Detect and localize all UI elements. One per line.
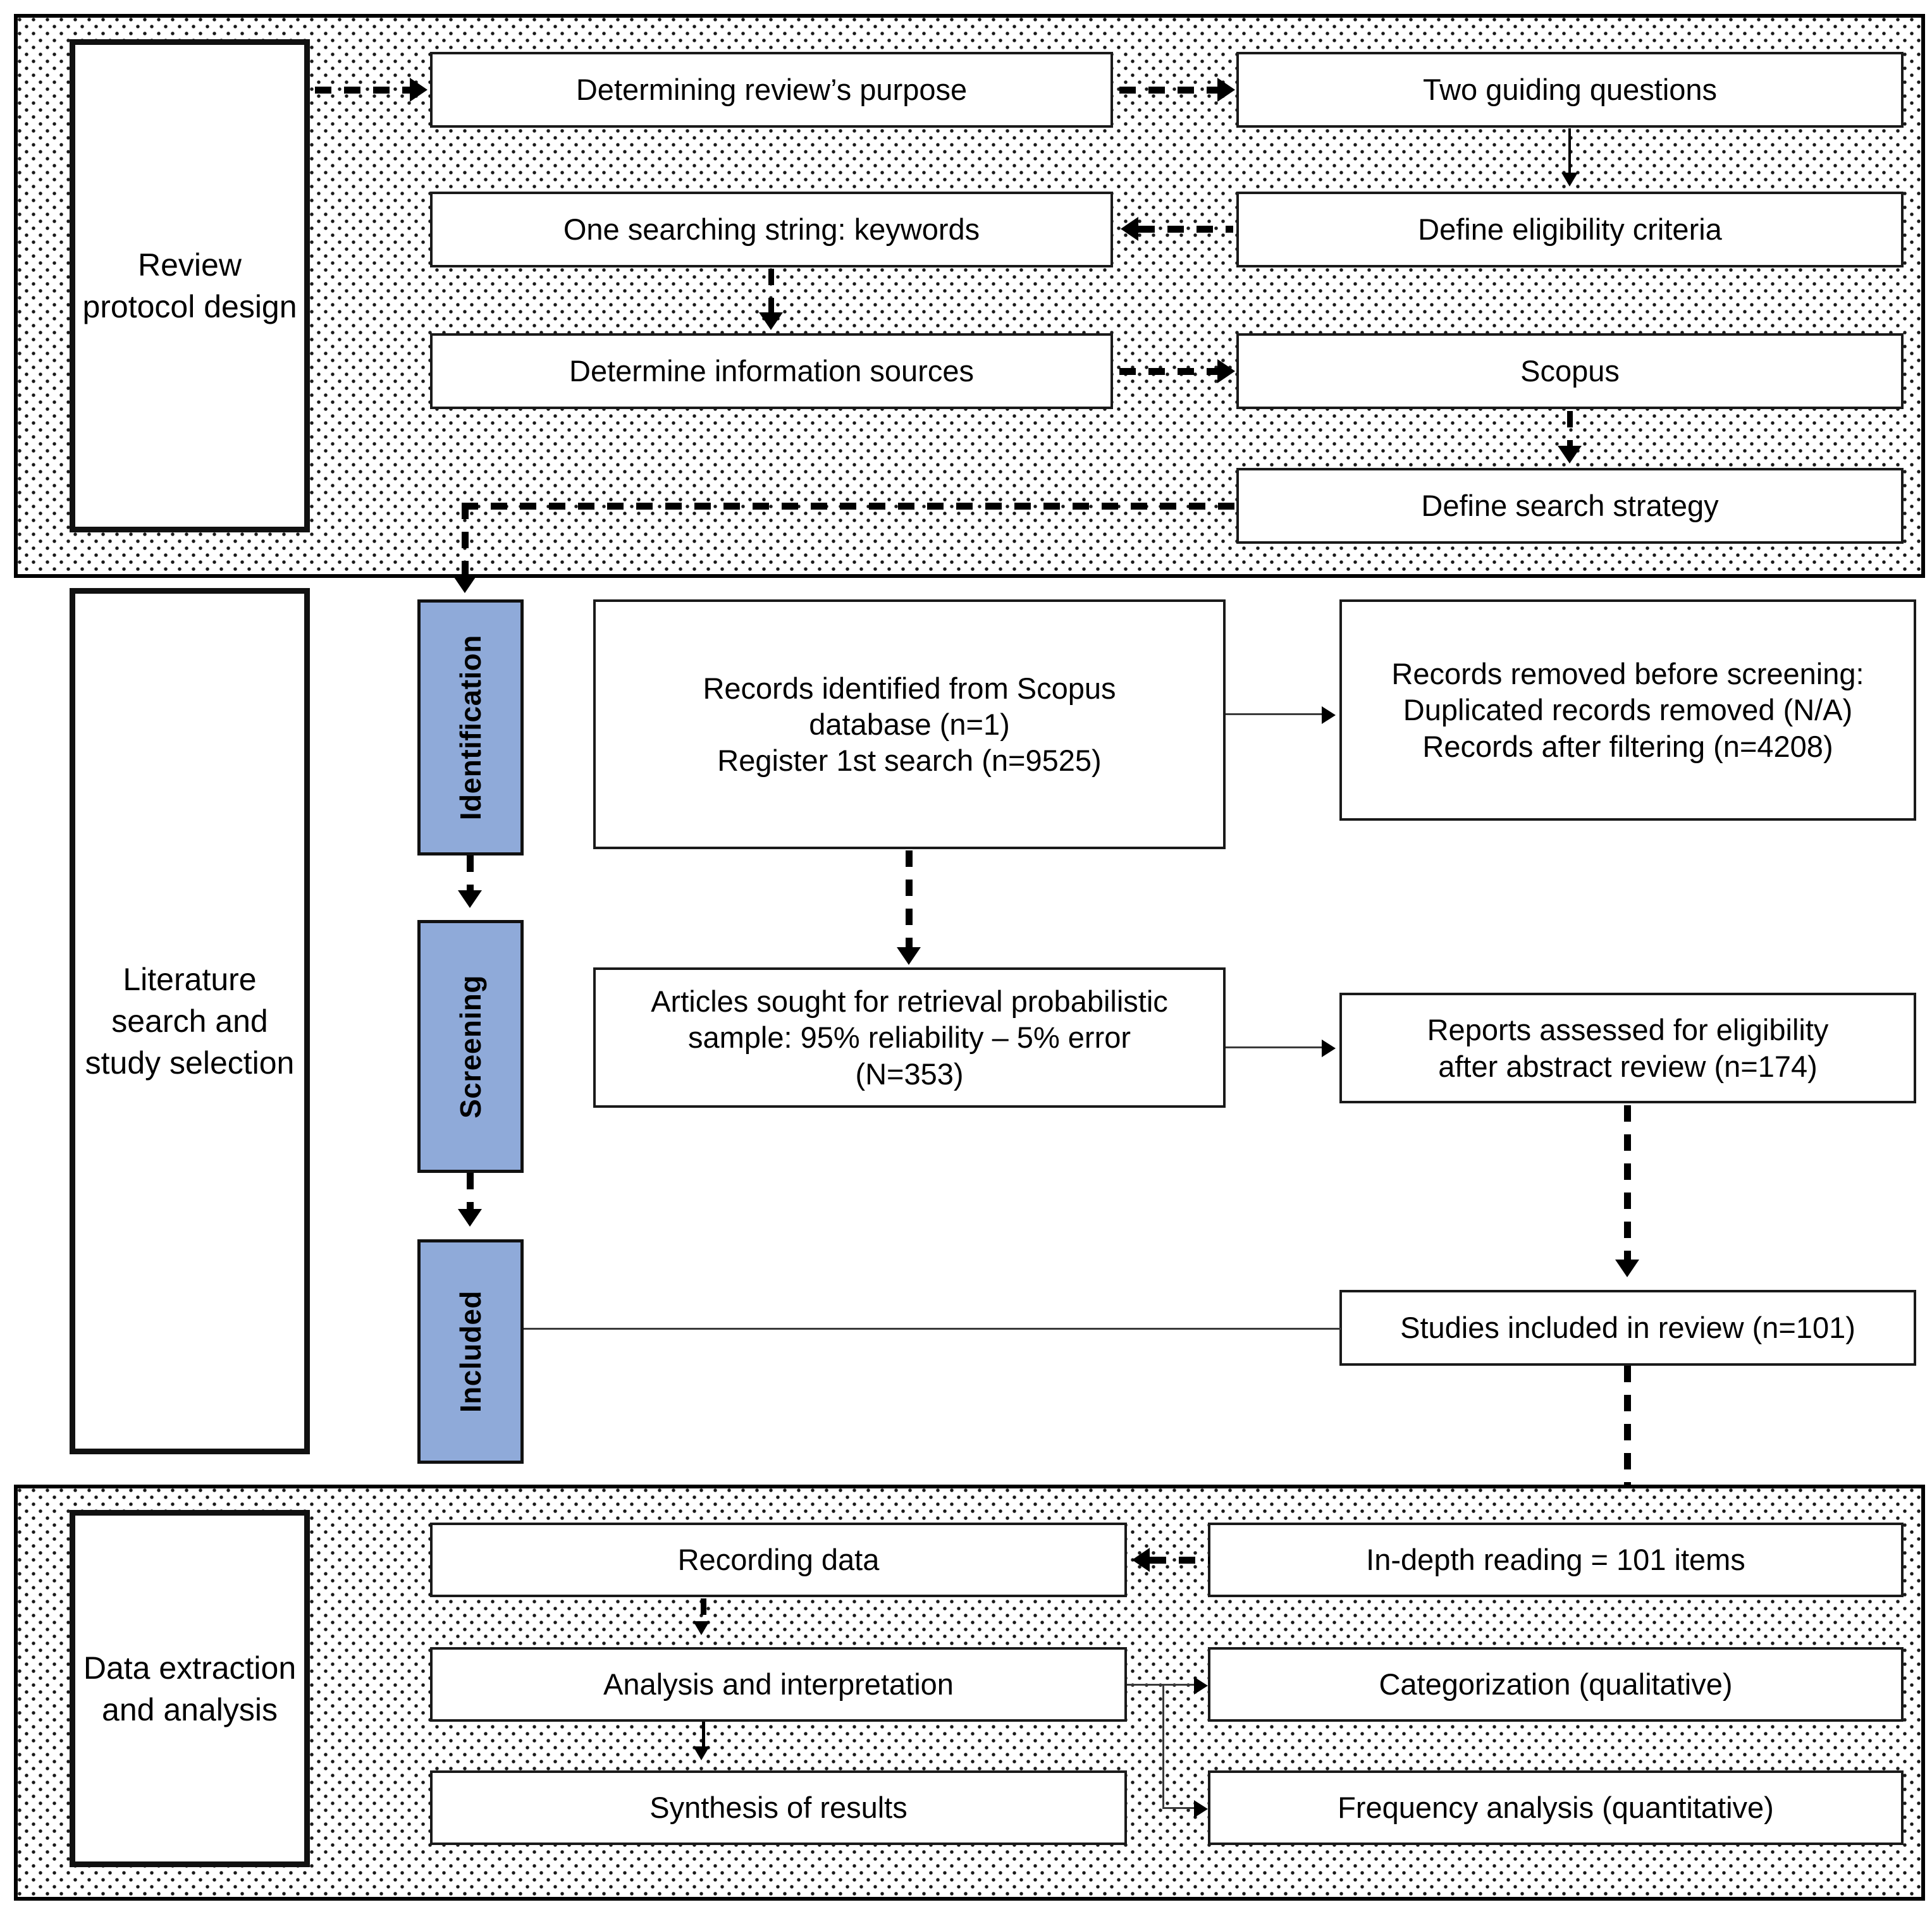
box-records-removed-line2: Duplicated records removed (N/A) [1403,693,1853,727]
arrowhead-eligibility-to-searchstring-icon [1121,217,1138,241]
band-screening: Screening [417,920,524,1173]
box-studies-included[interactable]: Studies included in review (n=101) [1339,1290,1916,1366]
box-frequency-analysis[interactable]: Frequency analysis (quantitative) [1208,1770,1904,1845]
box-determining-purpose-text: Determining review’s purpose [575,73,968,107]
connector-identified-to-sought [906,850,913,952]
band-included: Included [417,1239,524,1464]
connector-strategy-to-identification-h [462,503,1234,510]
connector-searchstring-to-sources [768,269,774,314]
arrowhead-sources-to-scopus-icon [1217,359,1235,383]
arrowhead-purpose-to-questions-icon [1217,78,1235,102]
box-two-guiding-questions[interactable]: Two guiding questions [1236,52,1904,128]
connector-sought-to-reports [1226,1046,1322,1048]
box-define-search-strategy-text: Define search strategy [1421,489,1719,523]
arrowhead-scopus-to-strategy-icon [1558,446,1582,463]
box-determine-information-sources[interactable]: Determine information sources [430,333,1113,409]
connector-sources-to-scopus [1119,368,1217,375]
arrowhead-strategy-to-identification-icon [453,575,477,593]
box-analysis-interpretation-text: Analysis and interpretation [603,1667,954,1702]
box-reports-assessed[interactable]: Reports assessed for eligibility after a… [1339,993,1916,1103]
box-two-guiding-questions-text: Two guiding questions [1422,73,1718,107]
connector-indepth-to-recording [1150,1557,1210,1564]
band-screening-text: Screening [454,974,487,1119]
box-categorization-text: Categorization (qualitative) [1379,1667,1733,1702]
connector-questions-to-eligibility [1568,128,1571,174]
connector-strategy-to-identification-v [462,503,469,582]
connector-studies-to-indepth [1624,1366,1631,1511]
box-frequency-analysis-text: Frequency analysis (quantitative) [1338,1791,1774,1825]
connector-recording-to-analysis [701,1598,706,1624]
box-recording-data[interactable]: Recording data [430,1523,1127,1597]
arrowhead-identified-to-sought-icon [897,947,921,965]
arrowhead-analysis-to-synthesis-icon [693,1746,710,1760]
connector-scopus-to-strategy [1567,411,1573,449]
connector-identified-to-removed [1226,713,1322,715]
stage-label-review-protocol-design-text: Review protocol design [82,247,297,324]
box-synthesis-of-results-text: Synthesis of results [649,1791,908,1825]
box-records-removed-line1: Records removed before screening: [1391,657,1864,690]
box-one-searching-string[interactable]: One searching string: keywords [430,192,1113,267]
box-reports-assessed-line1: Reports assessed for eligibility [1427,1013,1829,1047]
arrowhead-analysis-to-categorization-icon [1194,1677,1208,1695]
box-determine-information-sources-text: Determine information sources [569,354,974,388]
box-in-depth-reading-text: In-depth reading = 101 items [1366,1543,1745,1577]
box-articles-sought-line3: (N=353) [855,1057,964,1091]
connector-reports-to-studies [1624,1105,1631,1263]
arrowhead-identification-to-screening-icon [458,890,482,908]
arrowhead-screening-to-included-icon [458,1209,482,1227]
box-records-identified[interactable]: Records identified from Scopus database … [593,599,1226,849]
connector-screening-to-included [467,1173,474,1212]
box-define-search-strategy[interactable]: Define search strategy [1236,468,1904,544]
arrowhead-searchstring-to-sources-icon [759,312,783,330]
box-in-depth-reading[interactable]: In-depth reading = 101 items [1208,1523,1904,1597]
stage-label-data-extraction-text: Data extraction and analysis [83,1650,297,1727]
box-one-searching-string-text: One searching string: keywords [563,212,980,247]
box-recording-data-text: Recording data [677,1543,880,1577]
box-articles-sought[interactable]: Articles sought for retrieval probabilis… [593,967,1226,1108]
arrowhead-protocol-to-purpose-icon [410,78,428,102]
arrowhead-indepth-to-recording-icon [1132,1548,1150,1572]
connector-identification-to-screening [467,855,474,895]
box-scopus-text: Scopus [1520,354,1620,388]
box-records-removed[interactable]: Records removed before screening: Duplic… [1339,599,1916,821]
stage-label-review-protocol-design: Review protocol design [70,39,310,532]
box-define-eligibility-criteria-text: Define eligibility criteria [1418,212,1722,247]
connector-analysis-bus-h [1127,1684,1195,1686]
arrowhead-bus-to-frequency-icon [1194,1800,1208,1818]
connector-bus-to-frequency-h [1162,1807,1195,1809]
connector-purpose-to-questions [1119,87,1217,94]
box-articles-sought-line1: Articles sought for retrieval probabilis… [651,984,1168,1018]
box-records-identified-line3: Register 1st search (n=9525) [717,744,1102,778]
arrowhead-sought-to-reports-icon [1322,1039,1336,1057]
band-identification-text: Identification [454,634,487,821]
box-records-removed-line3: Records after filtering (n=4208) [1422,729,1833,763]
stage-label-data-extraction: Data extraction and analysis [70,1510,310,1867]
box-records-identified-line2: database (n=1) [809,707,1010,741]
arrowhead-identified-to-removed-icon [1322,706,1336,724]
connector-protocol-to-purpose [315,87,410,94]
stage-label-literature-search-text: Literature search and study selection [85,962,295,1081]
arrowhead-reports-to-studies-icon [1615,1260,1639,1277]
box-analysis-interpretation[interactable]: Analysis and interpretation [430,1647,1127,1722]
connector-analysis-bus-v [1162,1684,1164,1809]
box-define-eligibility-criteria[interactable]: Define eligibility criteria [1236,192,1904,267]
box-records-identified-line1: Records identified from Scopus [703,671,1116,705]
stage-label-literature-search: Literature search and study selection [70,588,310,1454]
box-synthesis-of-results[interactable]: Synthesis of results [430,1770,1127,1845]
band-included-text: Included [454,1290,487,1413]
box-studies-included-text: Studies included in review (n=101) [1400,1311,1855,1345]
connector-included-band-to-studies [524,1328,1341,1330]
box-scopus[interactable]: Scopus [1236,333,1904,409]
box-reports-assessed-line2: after abstract review (n=174) [1438,1049,1818,1083]
box-determining-purpose[interactable]: Determining review’s purpose [430,52,1113,128]
band-identification: Identification [417,599,524,855]
connector-eligibility-to-searchstring [1138,226,1233,233]
connector-analysis-to-synthesis [702,1722,705,1748]
box-categorization[interactable]: Categorization (qualitative) [1208,1647,1904,1722]
box-articles-sought-line2: sample: 95% reliability – 5% error [687,1021,1131,1055]
arrowhead-questions-to-eligibility-icon [1561,173,1578,187]
arrowhead-recording-to-analysis-icon [693,1621,710,1635]
